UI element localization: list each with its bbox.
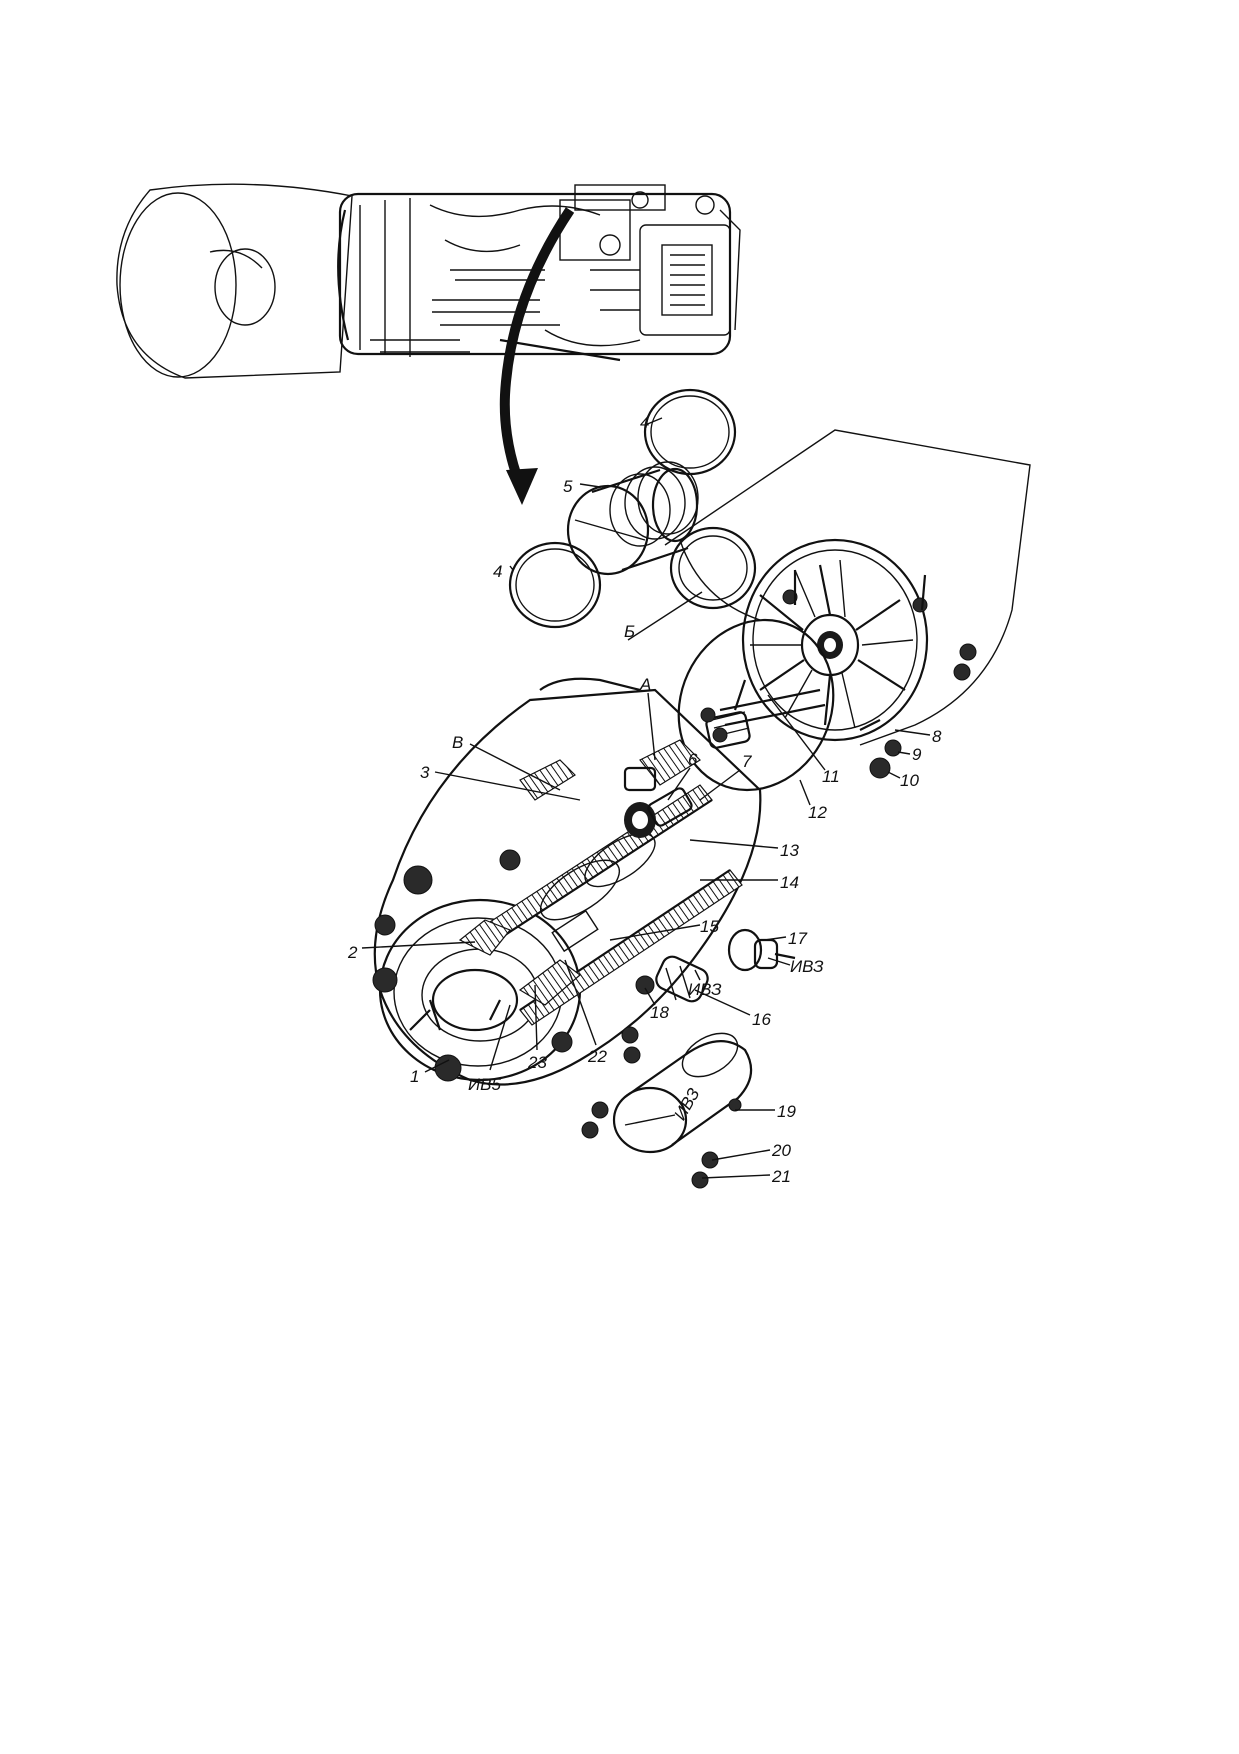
gearbox-housing [372, 677, 762, 1086]
label-10: 10 [900, 771, 919, 790]
funnel-inner-ring [214, 248, 276, 326]
label-V-ve: В [452, 733, 463, 752]
label-14: 14 [780, 873, 799, 892]
label-A: А [639, 675, 651, 694]
label-4-top: 4 [640, 413, 649, 432]
flange-wheel-8 [741, 538, 929, 742]
label-13: 13 [780, 841, 799, 860]
label-5: 5 [563, 477, 573, 496]
tube-19 [612, 1032, 753, 1154]
funnel-opening [119, 192, 237, 378]
label-3: 3 [420, 763, 430, 782]
label-6: 6 [688, 750, 698, 769]
label-7: 7 [742, 752, 752, 771]
label-iv3-tube: ИВЗ [670, 1084, 704, 1123]
engine-exhaust-funnel [116, 183, 353, 379]
leader-lines [361, 417, 931, 1179]
label-8: 8 [932, 727, 942, 746]
label-15: 15 [700, 917, 719, 936]
plug-16 [655, 955, 709, 1003]
fasteners-right [700, 643, 977, 779]
label-12: 12 [808, 803, 827, 822]
label-1: 1 [410, 1067, 419, 1086]
engine-core [337, 184, 741, 362]
label-20: 20 [771, 1141, 791, 1160]
pointer-arrow [499, 207, 575, 487]
label-18: 18 [650, 1003, 669, 1022]
label-22: 22 [587, 1047, 607, 1066]
label-21: 21 [771, 1167, 791, 1186]
fitting-18 [635, 975, 655, 995]
label-2: 2 [347, 943, 358, 962]
label-23: 23 [527, 1053, 547, 1072]
engine-overview [116, 183, 741, 505]
housing-cover-outline [664, 429, 1031, 746]
label-iv5: ИВ5 [468, 1075, 501, 1094]
bellows-5 [566, 461, 699, 576]
ring-4-top [643, 388, 737, 476]
label-4-left: 4 [493, 562, 502, 581]
label-iv3-sensor: ИВЗ [790, 957, 824, 976]
label-11: 11 [822, 767, 840, 786]
fasteners-lower [581, 1026, 719, 1189]
label-19: 19 [777, 1102, 796, 1121]
label-B-be: Б [624, 622, 635, 641]
exploded-assembly: 1 2 3 4 4 5 Б А В 6 7 8 9 10 11 12 13 14… [347, 388, 1031, 1189]
label-16: 16 [752, 1010, 771, 1029]
cover-port [669, 526, 757, 610]
label-9: 9 [912, 745, 922, 764]
gasket-ring-12 [677, 618, 835, 792]
label-17: 17 [788, 929, 807, 948]
label-iv3-plug: ИВЗ [688, 980, 722, 999]
ring-4-left [508, 541, 602, 629]
